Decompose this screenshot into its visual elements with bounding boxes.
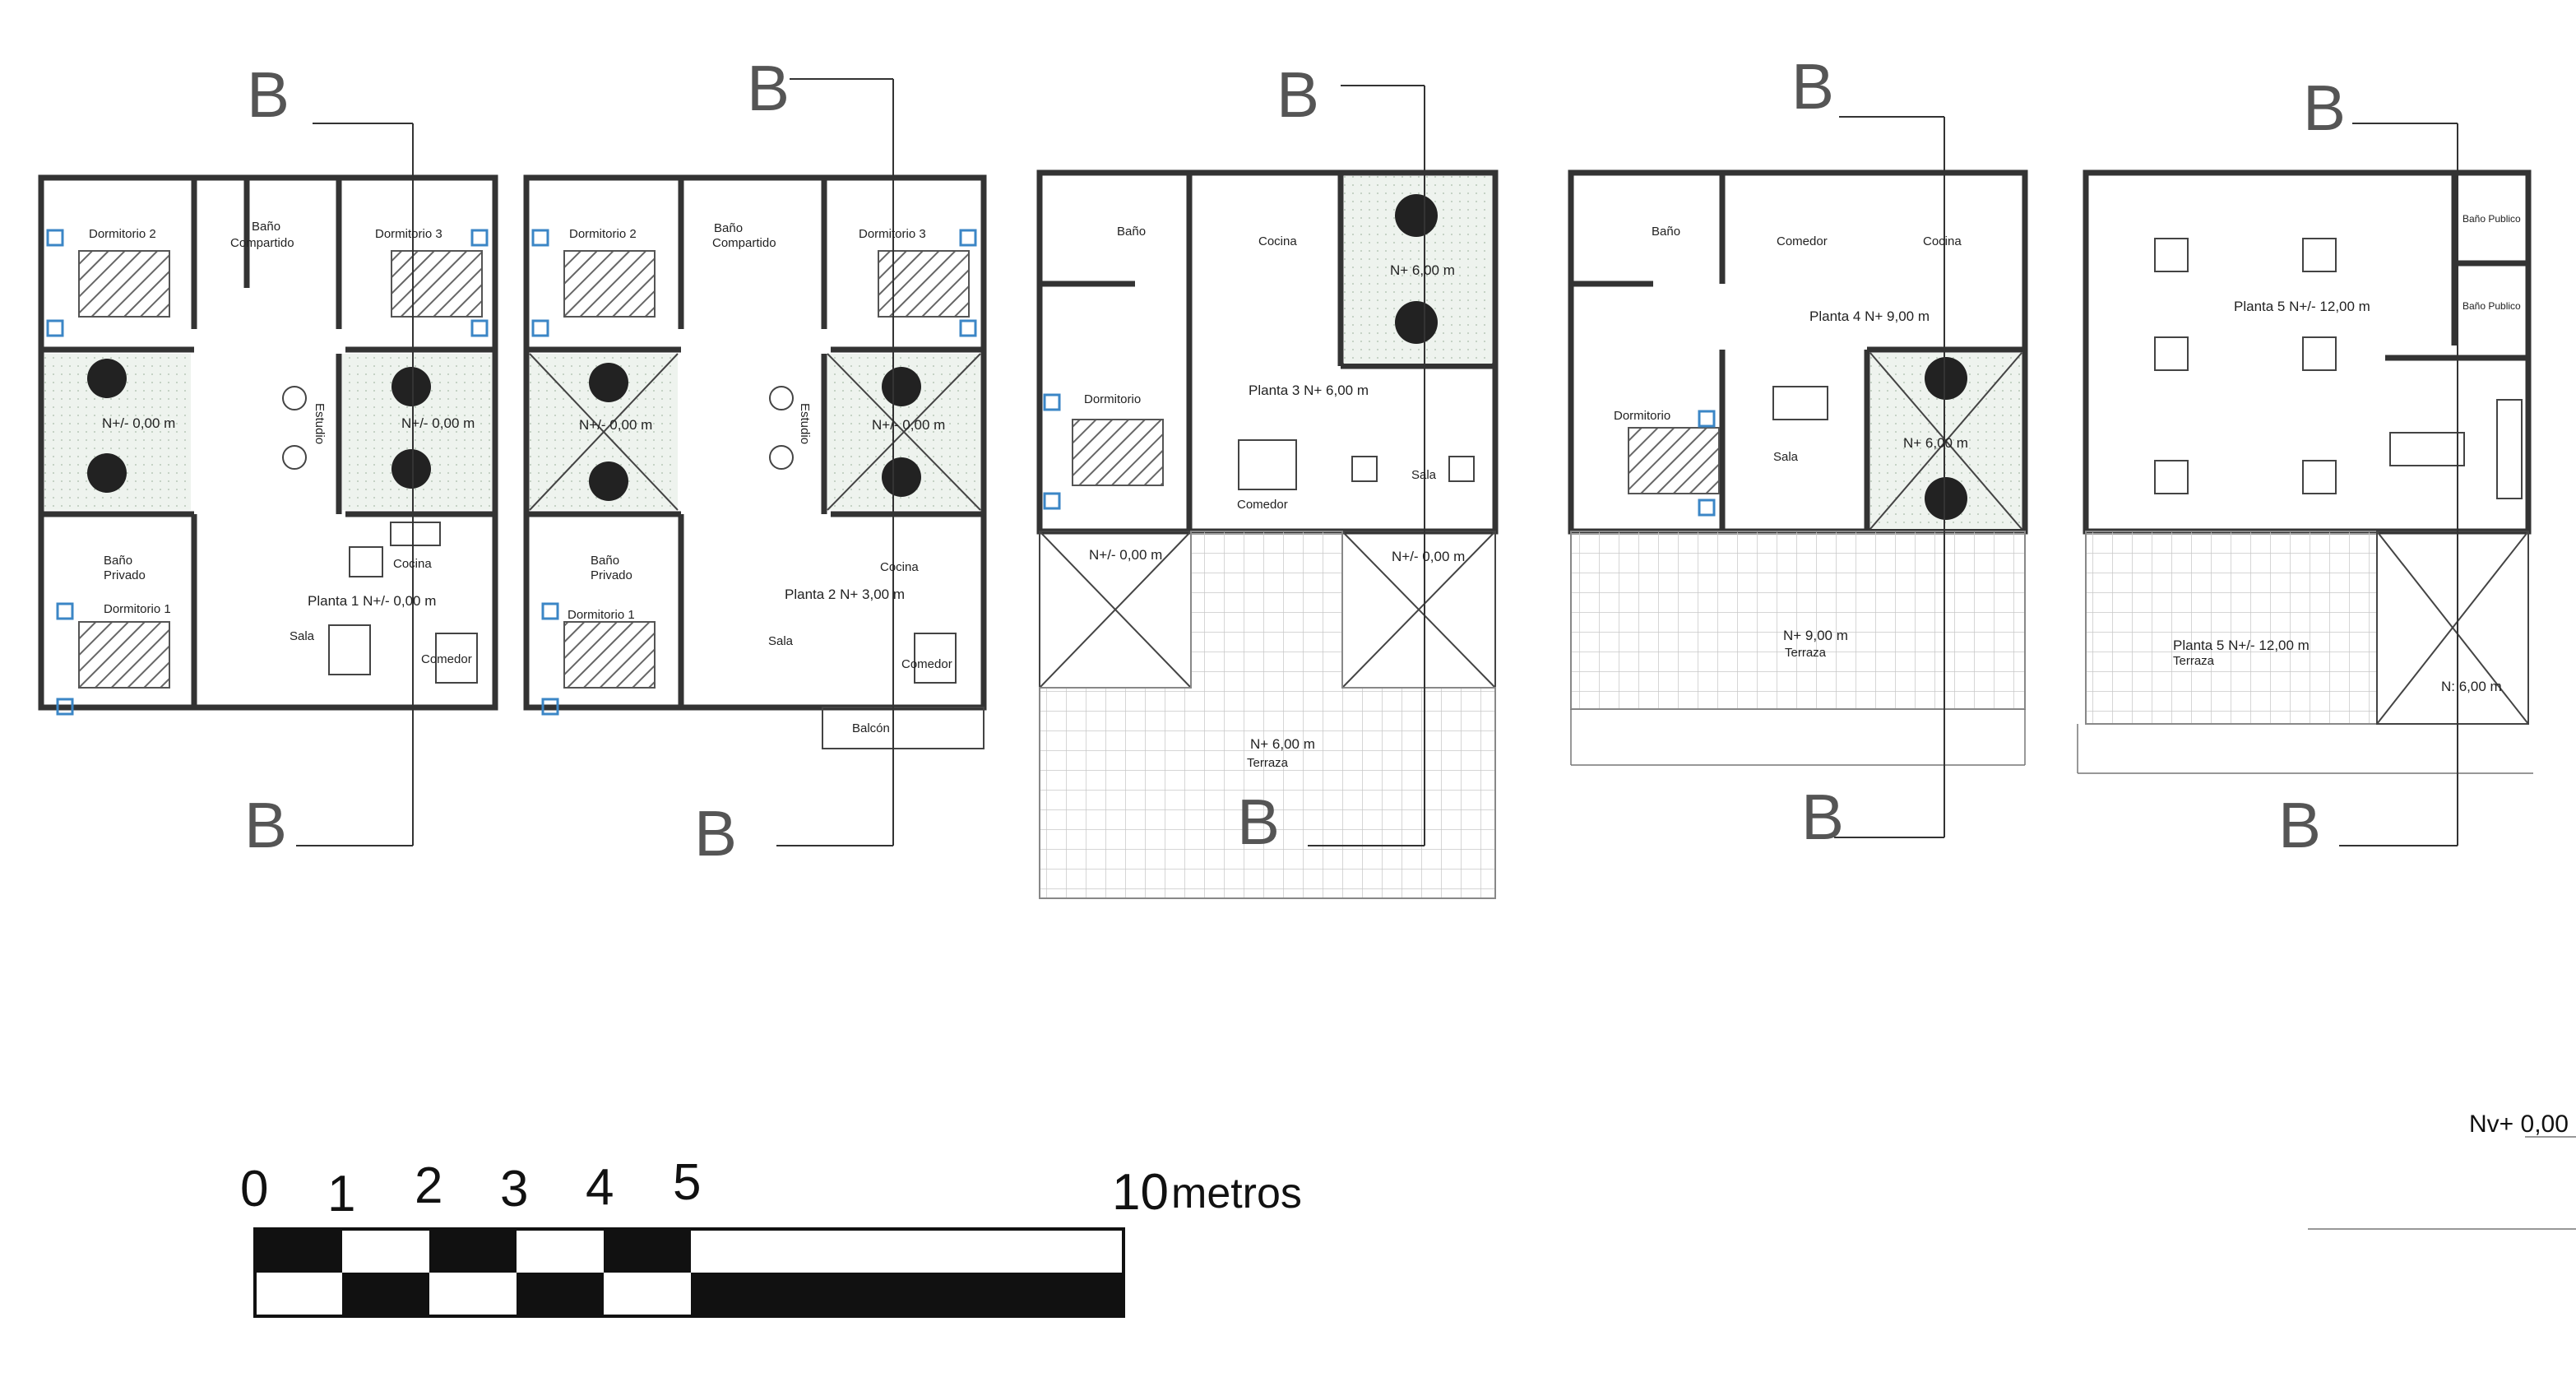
level-label: Planta 1 N+/- 0,00 m	[308, 593, 436, 609]
room-label: Privado	[591, 568, 632, 582]
room-label: Dormitorio 3	[375, 227, 442, 241]
room-label: Baño	[714, 221, 743, 235]
scale-tick-label: 1	[327, 1166, 355, 1222]
plan-2: B B Dormitorio 2 Baño Compartido Dormito…	[523, 52, 987, 870]
room-label: Sala	[1773, 450, 1799, 464]
section-marker-bottom: B	[1801, 781, 1844, 853]
level-reference: Nv+ 0,00	[2308, 1111, 2576, 1230]
room-label: Baño	[252, 220, 280, 234]
scale-tick-label: 4	[586, 1159, 614, 1216]
level-label: N+/- 0,00 m	[579, 417, 652, 433]
level-label: N+ 6,00 m	[1390, 262, 1455, 278]
scale-tick-label: 5	[673, 1154, 701, 1211]
plan-1: B B Dormitorio 2 Baño Compartido Dormito…	[38, 58, 498, 861]
level-label: N+/- 0,00 m	[401, 415, 475, 431]
room-label: Dormitorio	[1614, 409, 1670, 423]
section-marker-bottom: B	[1237, 786, 1280, 858]
level-label: Planta 2 N+ 3,00 m	[785, 587, 905, 602]
level-label: Planta 5 N+/- 12,00 m	[2173, 638, 2310, 653]
level-reference-label: Nv+ 0,00	[2469, 1111, 2569, 1138]
room-label: Cocina	[880, 560, 919, 574]
section-marker-top: B	[2303, 72, 2346, 144]
room-label: Cocina	[393, 557, 432, 571]
room-label: Sala	[290, 629, 315, 643]
room-label: Baño Publico	[2462, 300, 2521, 312]
scale-unit: metros	[1171, 1170, 1302, 1217]
room-label: Baño	[1117, 225, 1146, 239]
room-label: Estudio	[313, 403, 327, 444]
scale-tick-label: 2	[415, 1157, 442, 1214]
room-label: Privado	[104, 568, 146, 582]
level-label: Planta 3 N+ 6,00 m	[1249, 383, 1369, 398]
section-marker-bottom: B	[244, 789, 287, 861]
room-label: Dormitorio 2	[89, 227, 156, 241]
room-label: Dormitorio 2	[569, 227, 637, 241]
plan-5: B B Baño Publico Baño Publico Terraza Pl…	[2077, 72, 2533, 861]
level-label: N+ 6,00 m	[1250, 736, 1315, 752]
level-label: N: 6,00 m	[2441, 679, 2502, 694]
room-label: Sala	[1411, 468, 1437, 482]
room-label: Comedor	[901, 657, 952, 671]
room-label: Dormitorio 1	[568, 608, 635, 622]
room-label: Comedor	[421, 652, 472, 666]
room-label: Balcón	[852, 721, 890, 735]
section-marker-bottom: B	[2278, 789, 2321, 861]
room-label: Dormitorio	[1084, 392, 1141, 406]
section-marker-top: B	[1791, 50, 1834, 123]
level-label: N+/- 0,00 m	[1089, 547, 1162, 563]
scale-tick-label: 0	[240, 1161, 268, 1217]
room-label: Baño	[591, 554, 619, 568]
room-label: Terraza	[1785, 646, 1827, 660]
section-marker-top: B	[247, 58, 290, 131]
room-label: Terraza	[2173, 654, 2215, 668]
section-marker-bottom: B	[694, 797, 737, 870]
level-label: N+ 6,00 m	[1903, 435, 1968, 451]
level-label: N+/- 0,00 m	[872, 417, 945, 433]
room-label: Baño	[104, 554, 132, 568]
room-label: Baño	[1652, 225, 1680, 239]
room-label: Estudio	[798, 403, 812, 444]
level-label: N+ 9,00 m	[1783, 628, 1848, 643]
section-marker-top: B	[747, 52, 790, 124]
plan-3: B B Baño Cocina Dormitorio Comedor Sala …	[1036, 58, 1499, 899]
section-marker-top: B	[1276, 58, 1319, 131]
room-label: Dormitorio 1	[104, 602, 171, 616]
scale-bar: 0 1 2 3 4 5 10 metros	[240, 1154, 1302, 1318]
scale-end-label: 10	[1112, 1164, 1169, 1221]
room-label: Sala	[768, 634, 794, 648]
room-label: Cocina	[1258, 234, 1297, 248]
level-label: N+/- 0,00 m	[102, 415, 175, 431]
room-label: Compartido	[230, 236, 294, 250]
room-label: Comedor	[1237, 498, 1288, 512]
room-label: Compartido	[712, 236, 776, 250]
room-label: Comedor	[1777, 234, 1828, 248]
plan-4: B B Baño Comedor Cocina Dormitorio Sala …	[1568, 50, 2028, 853]
level-label: Planta 5 N+/- 12,00 m	[2234, 299, 2370, 314]
room-label: Dormitorio 3	[859, 227, 926, 241]
room-label: Cocina	[1923, 234, 1962, 248]
scale-tick-label: 3	[500, 1161, 528, 1217]
room-label: Baño Publico	[2462, 213, 2521, 225]
level-label: Planta 4 N+ 9,00 m	[1809, 308, 1930, 324]
level-label: N+/- 0,00 m	[1392, 549, 1465, 564]
room-label: Terraza	[1247, 756, 1289, 770]
